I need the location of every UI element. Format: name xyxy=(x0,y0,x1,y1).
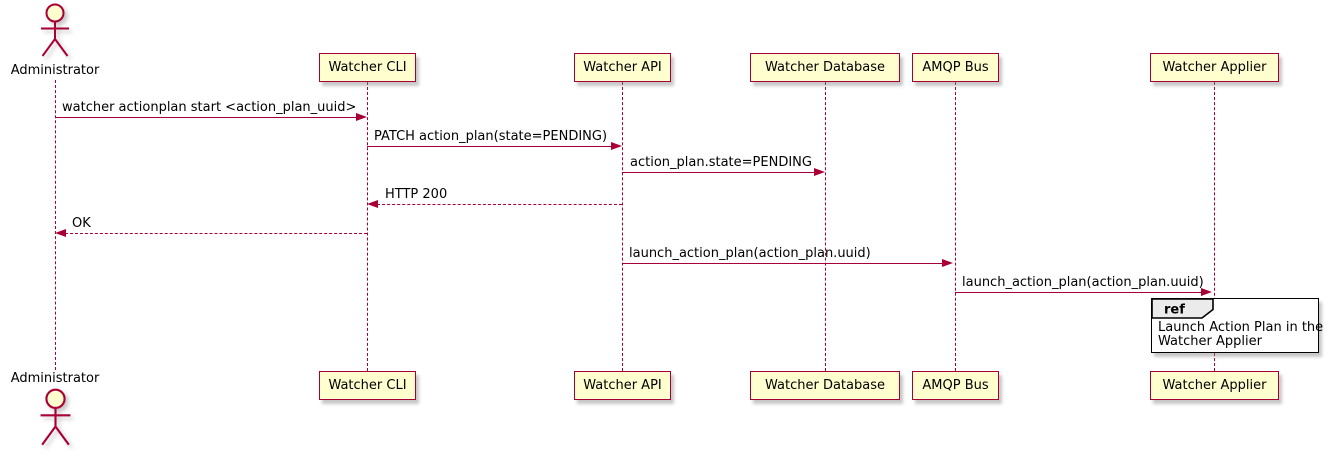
actor-icon xyxy=(40,388,71,446)
ref-tab: ref xyxy=(1151,298,1214,319)
arrowhead-icon xyxy=(356,113,367,121)
participant-watcher-cli-top: Watcher CLI xyxy=(319,53,416,82)
lifeline-watcher-api xyxy=(622,82,623,371)
message-label: OK xyxy=(72,216,91,231)
message-line xyxy=(955,292,1203,293)
lifeline-amqp-bus xyxy=(955,82,956,371)
ref-text-line: Launch Action Plan in the xyxy=(1158,320,1324,335)
ref-keyword: ref xyxy=(1164,303,1185,318)
participant-label: AMQP Bus xyxy=(922,378,989,393)
message-label: launch_action_plan(action_plan.uuid) xyxy=(629,246,871,261)
participant-label: Watcher Database xyxy=(765,378,885,393)
participant-watcher-cli-bottom: Watcher CLI xyxy=(319,371,416,400)
participant-label: Watcher Database xyxy=(765,60,885,75)
actor-label: Administrator xyxy=(10,371,100,386)
message-line xyxy=(377,204,622,205)
lifeline-watcher-cli xyxy=(367,82,368,371)
lifeline-watcher-applier xyxy=(1214,82,1215,371)
arrowhead-icon xyxy=(814,168,825,176)
participant-amqp-bus-top: AMQP Bus xyxy=(912,53,999,82)
message-label: launch_action_plan(action_plan.uuid) xyxy=(962,275,1204,290)
participant-label: Watcher CLI xyxy=(328,378,407,393)
actor-label: Administrator xyxy=(10,63,100,78)
arrowhead-icon xyxy=(55,229,66,237)
message-line xyxy=(367,146,613,147)
ref-text-line: Watcher Applier xyxy=(1158,334,1262,349)
message-label: PATCH action_plan(state=PENDING) xyxy=(374,129,608,144)
ref-fragment: ref Launch Action Plan in the Watcher Ap… xyxy=(1151,298,1323,353)
participant-amqp-bus-bottom: AMQP Bus xyxy=(912,371,999,400)
message-line xyxy=(622,263,945,264)
arrowhead-icon xyxy=(1201,288,1212,296)
arrowhead-icon xyxy=(367,200,378,208)
participant-watcher-applier-bottom: Watcher Applier xyxy=(1150,371,1279,400)
arrowhead-icon xyxy=(611,142,622,150)
participant-watcher-database-bottom: Watcher Database xyxy=(750,371,900,400)
participant-label: Watcher API xyxy=(583,60,662,75)
participant-label: Watcher CLI xyxy=(328,60,407,75)
message-label: HTTP 200 xyxy=(385,187,448,202)
arrowhead-icon xyxy=(942,259,953,267)
lifeline-watcher-database xyxy=(825,82,826,371)
message-label: action_plan.state=PENDING xyxy=(630,155,812,170)
participant-watcher-api-top: Watcher API xyxy=(574,53,671,82)
message-line xyxy=(65,233,367,234)
participant-label: Watcher Applier xyxy=(1162,60,1267,75)
participant-watcher-api-bottom: Watcher API xyxy=(574,371,671,400)
participant-label: AMQP Bus xyxy=(922,60,989,75)
lifeline-administrator xyxy=(55,80,56,370)
message-line xyxy=(55,117,358,118)
participant-label: Watcher Applier xyxy=(1162,378,1267,393)
participant-watcher-database-top: Watcher Database xyxy=(750,53,900,82)
message-label: watcher actionplan start <action_plan_uu… xyxy=(62,100,357,115)
participant-label: Watcher API xyxy=(583,378,662,393)
actor-icon xyxy=(41,3,69,57)
message-line xyxy=(622,172,816,173)
participant-watcher-applier-top: Watcher Applier xyxy=(1150,53,1279,82)
